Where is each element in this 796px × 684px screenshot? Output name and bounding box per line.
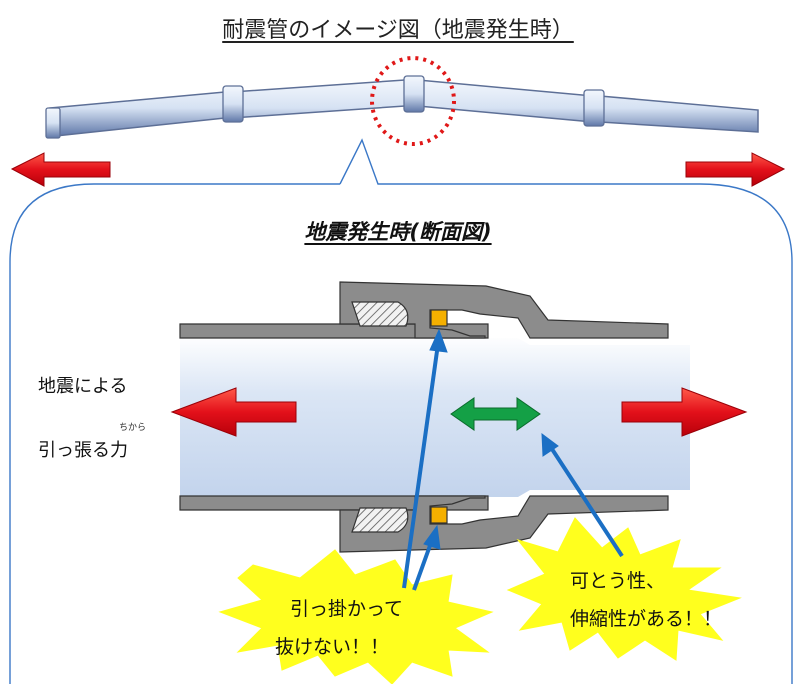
callout-left-line2: 抜けない！！ [275,636,390,658]
zoom-bubble [9,138,793,684]
overview-pipe [45,75,759,139]
red-arrow-pull-left [170,387,297,437]
diagram-title: 耐震管のイメージ図（地震発生時） [222,18,574,43]
force-label-line1: 地震による [38,376,128,397]
pipe-joint [583,89,605,127]
red-arrow-top-left [10,152,111,187]
pipe-joint [403,75,425,113]
callout-right-line1: 可とう性、 [570,570,666,592]
pipe-wall-bottom [179,495,489,511]
section-title: 地震発生時(断面図) [304,220,492,244]
pointer-arrows [402,328,624,591]
callout-right-line2: 伸縮性がある！！ [570,608,723,630]
force-label-line2: 引っ張る力 [38,440,128,461]
lock-ring-bottom [430,506,448,524]
rubber-seal-bottom [351,507,409,533]
force-label-ruby: ちから [119,423,147,433]
socket-casing-top [339,281,669,339]
rubber-seal-top [351,301,409,327]
red-arrow-pull-right [621,387,748,437]
callout-left-line1: 引っ掛かって [290,598,404,620]
cross-section [179,281,690,553]
pipe-joint [222,85,244,123]
red-arrow-top-right [685,152,786,187]
highlight-circle [370,56,456,146]
burst-left [218,549,494,684]
lock-ring-top [430,309,448,327]
green-double-arrow [450,397,541,431]
burst-right [506,517,742,661]
